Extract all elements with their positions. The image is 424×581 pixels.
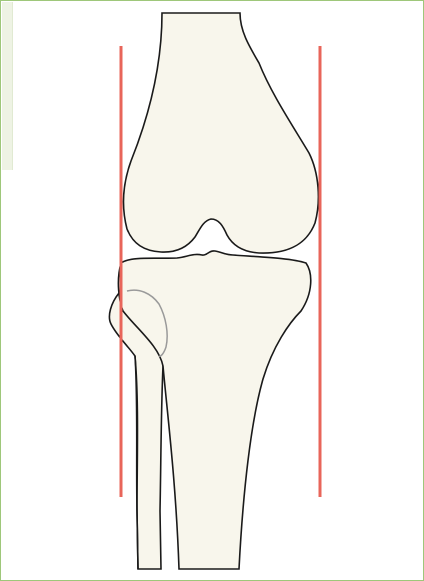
femur-bone <box>124 13 319 253</box>
